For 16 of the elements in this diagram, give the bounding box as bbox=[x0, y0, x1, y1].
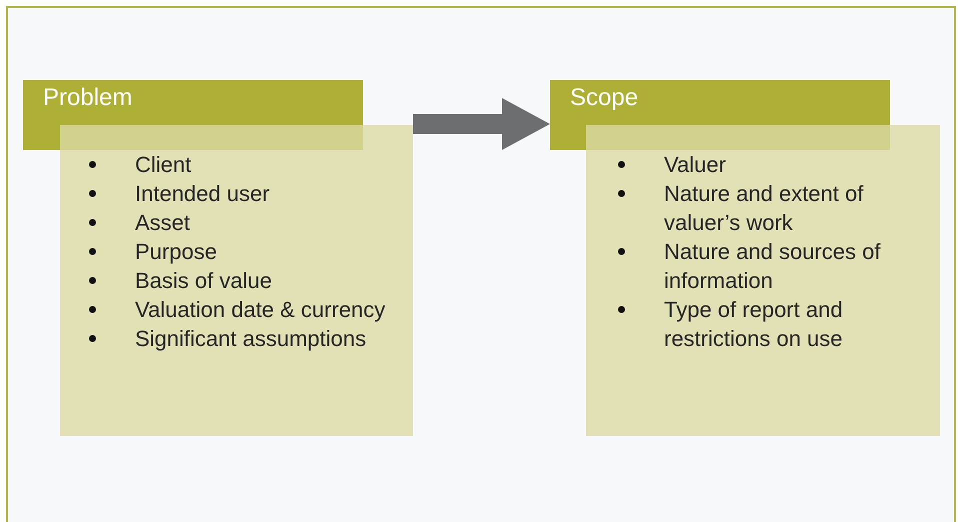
block-arrow bbox=[413, 98, 550, 150]
bullet-item: Type of report and restrictions on use bbox=[589, 295, 919, 353]
bullet-item: Client bbox=[60, 150, 413, 179]
bullet-item: Asset bbox=[60, 208, 413, 237]
bullet-item: Intended user bbox=[60, 179, 413, 208]
header-title: Problem bbox=[43, 84, 132, 112]
bullet-item: Nature and sources of information bbox=[589, 237, 919, 295]
header-title: Scope bbox=[570, 84, 638, 112]
list-panel bbox=[60, 125, 413, 436]
bullet-item: Basis of value bbox=[60, 266, 413, 295]
list-panel bbox=[586, 125, 940, 436]
bullet-item: Valuation date & currency bbox=[60, 295, 413, 324]
bullet-item: Significant assumptions bbox=[60, 324, 413, 353]
bullet-item: Purpose bbox=[60, 237, 413, 266]
bullet-item: Nature and extent of valuer’s work bbox=[589, 179, 919, 237]
bullet-item: Valuer bbox=[589, 150, 919, 179]
